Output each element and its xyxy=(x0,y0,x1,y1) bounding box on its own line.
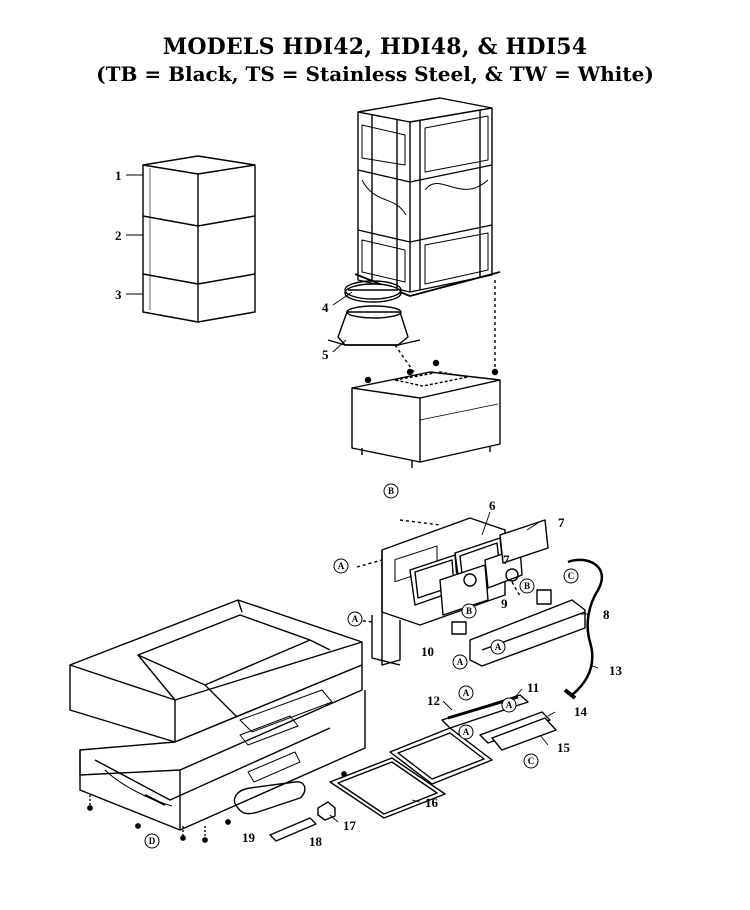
callout-a: A xyxy=(352,614,359,624)
callout-c: C xyxy=(568,571,575,581)
callout-a: A xyxy=(463,688,470,698)
blower-housing xyxy=(351,280,501,468)
diagram-title: MODELS HDI42, HDI48, & HDI54 xyxy=(162,34,588,60)
range-hood-canopy xyxy=(69,599,366,843)
part-label-1: 1 xyxy=(115,168,122,183)
part-label-2: 2 xyxy=(115,228,122,243)
part-label-16: 16 xyxy=(425,795,439,810)
callout-a: A xyxy=(338,561,345,571)
part-label-18: 18 xyxy=(309,834,323,849)
callout-b: B xyxy=(466,606,472,616)
diagram-subtitle: (TB = Black, TS = Stainless Steel, & TW … xyxy=(96,62,654,86)
part-label-9: 9 xyxy=(501,596,508,611)
callout-a: A xyxy=(495,642,502,652)
duct-cover-section xyxy=(142,155,256,323)
part-label-3: 3 xyxy=(115,287,122,302)
part-label-15: 15 xyxy=(557,740,571,755)
callout-d: D xyxy=(149,836,156,846)
callout-b: B xyxy=(388,486,394,496)
part-label-17: 17 xyxy=(343,818,357,833)
part-label-5: 5 xyxy=(322,347,329,362)
callout-a: A xyxy=(463,727,470,737)
chimney-support-frame xyxy=(354,97,501,297)
grease-filters xyxy=(329,727,493,819)
part-label-6: 6 xyxy=(489,498,496,513)
callout-circles xyxy=(144,483,579,849)
part-label-14: 14 xyxy=(574,704,588,719)
part-label-7-side: 7 xyxy=(503,552,510,567)
callout-c: C xyxy=(528,756,535,766)
control-bracket xyxy=(356,517,586,667)
damper-assembly xyxy=(327,280,421,346)
part-number-labels: 1 2 3 4 5 6 7 7 8 9 10 11 12 13 14 15 16… xyxy=(115,168,623,849)
callout-letters: B A A B B C A A A A A C D xyxy=(149,486,575,846)
part-label-10: 10 xyxy=(421,644,434,659)
part-label-7-top: 7 xyxy=(558,515,565,530)
leader-lines xyxy=(126,174,599,823)
callout-b: B xyxy=(524,581,530,591)
wire-harness xyxy=(563,558,604,700)
part-label-11: 11 xyxy=(527,680,539,695)
part-label-8: 8 xyxy=(603,607,610,622)
part-label-19: 19 xyxy=(242,830,256,845)
part-label-4: 4 xyxy=(322,300,329,315)
part-label-12: 12 xyxy=(427,693,440,708)
part-label-13: 13 xyxy=(609,663,623,678)
callout-a: A xyxy=(506,700,513,710)
callout-a: A xyxy=(457,657,464,667)
